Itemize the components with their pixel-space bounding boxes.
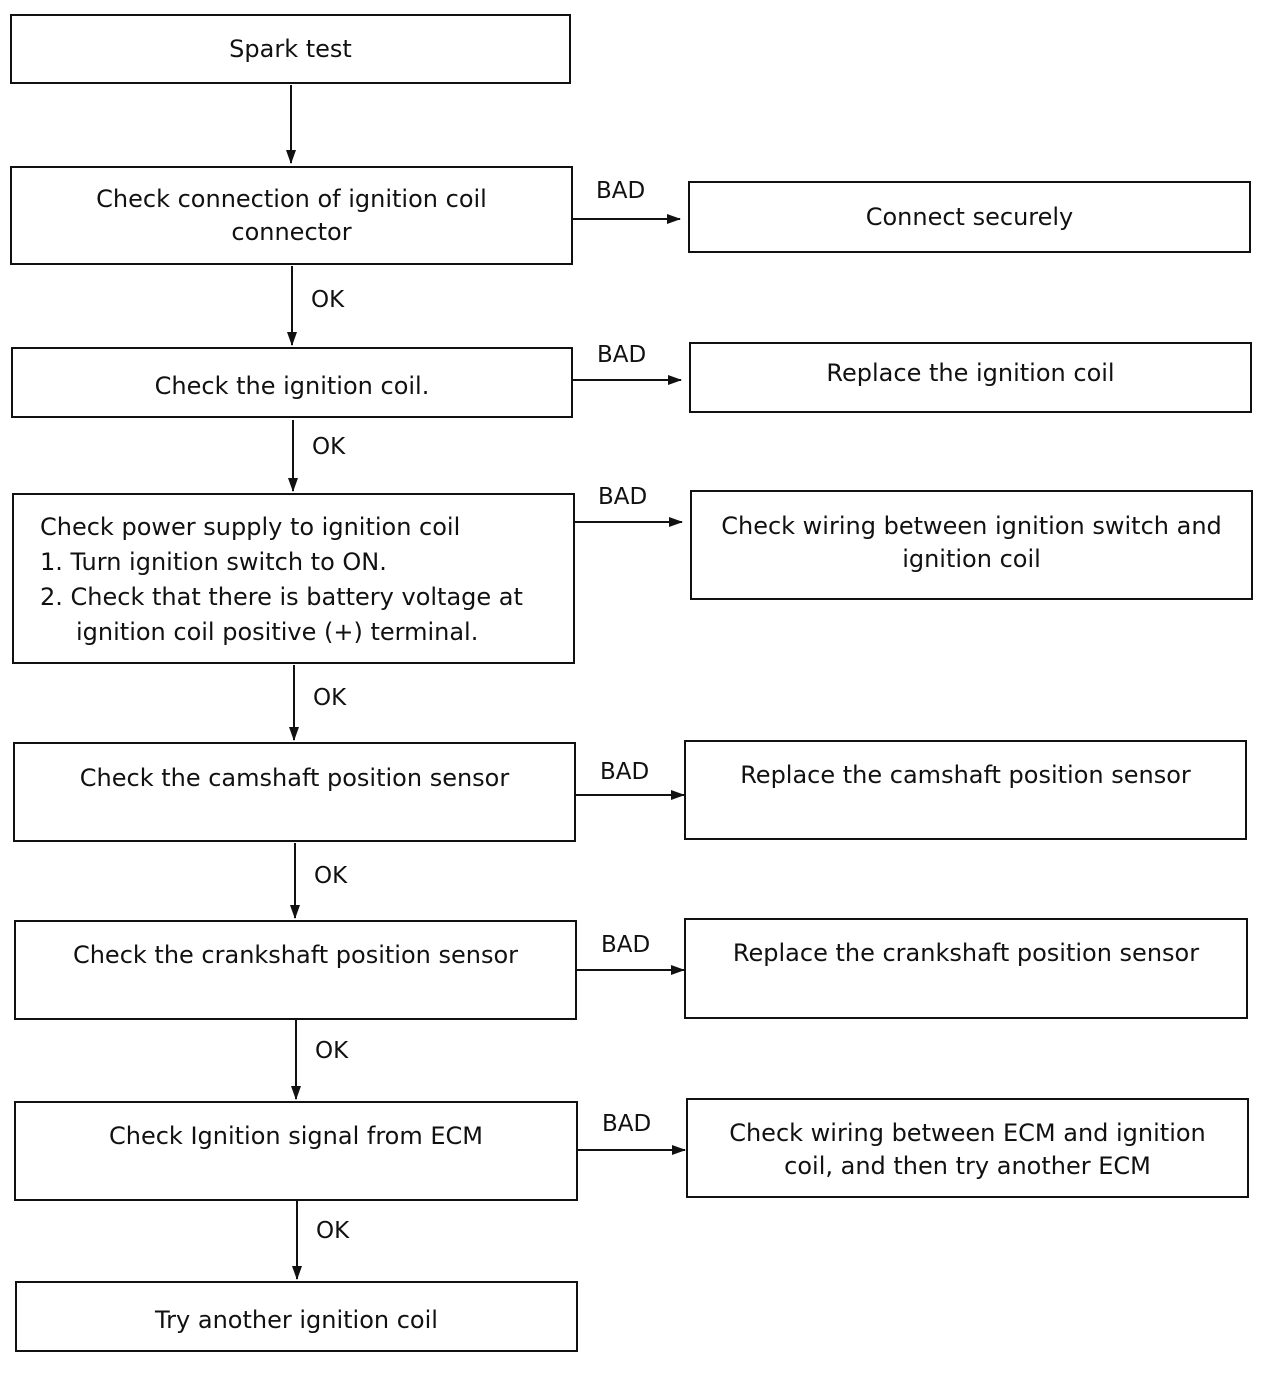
ok-label-2: OK — [312, 434, 346, 460]
remedy-replace-camshaft-sensor-text: Replace the camshaft position sensor — [740, 761, 1191, 789]
bad-label-6: BAD — [602, 1111, 652, 1137]
bad-label-1: BAD — [596, 178, 646, 204]
remedy-replace-crankshaft-sensor: Replace the crankshaft position sensor — [684, 918, 1248, 1019]
ok-label-3: OK — [313, 685, 347, 711]
remedy-check-ecm-wiring: Check wiring between ECM and ignition co… — [686, 1098, 1249, 1198]
remedy-replace-crankshaft-sensor-text: Replace the crankshaft position sensor — [732, 939, 1200, 967]
bad-label-3: BAD — [598, 484, 648, 510]
step-check-crankshaft-sensor-text: Check the crankshaft position sensor — [72, 941, 519, 969]
remedy-check-switch-wiring: Check wiring between ignition switch and… — [690, 490, 1253, 600]
remedy-replace-camshaft-sensor: Replace the camshaft position sensor — [684, 740, 1247, 840]
step-try-another-coil-text: Try another ignition coil — [155, 1306, 438, 1334]
step-power-line-4: ignition coil positive (+) terminal. — [76, 618, 479, 646]
step-power-line-2: 1. Turn ignition switch to ON. — [40, 548, 387, 576]
remedy-check-ecm-wiring-text: Check wiring between ECM and ignition co… — [729, 1119, 1206, 1180]
step-check-camshaft-sensor: Check the camshaft position sensor — [13, 742, 576, 842]
remedy-replace-ignition-coil: Replace the ignition coil — [689, 342, 1252, 413]
ok-label-6: OK — [316, 1218, 350, 1244]
ok-label-1: OK — [311, 287, 345, 313]
ok-label-4: OK — [314, 863, 348, 889]
bad-label-4: BAD — [600, 759, 650, 785]
bad-label-5: BAD — [601, 932, 651, 958]
step-check-ignition-coil-text: Check the ignition coil. — [154, 372, 430, 400]
step-check-ecm-signal-text: Check Ignition signal from ECM — [109, 1122, 483, 1150]
step-check-ignition-coil: Check the ignition coil. — [11, 347, 573, 418]
remedy-connect-securely: Connect securely — [688, 181, 1251, 253]
remedy-connect-securely-text: Connect securely — [865, 202, 1074, 231]
bad-label-2: BAD — [597, 342, 647, 368]
step-check-power-supply: Check power supply to ignition coil 1. T… — [12, 493, 575, 664]
ok-label-5: OK — [315, 1038, 349, 1064]
step-check-crankshaft-sensor: Check the crankshaft position sensor — [14, 920, 577, 1020]
step-check-ecm-signal: Check Ignition signal from ECM — [14, 1101, 578, 1201]
step-check-camshaft-sensor-text: Check the camshaft position sensor — [79, 764, 510, 792]
step-try-another-coil: Try another ignition coil — [15, 1281, 578, 1352]
step-check-coil-connector: Check connection of ignition coil connec… — [10, 166, 573, 265]
step-check-coil-connector-text: Check connection of ignition coil connec… — [96, 184, 487, 246]
step-spark-test-text: Spark test — [229, 34, 352, 63]
step-spark-test: Spark test — [10, 14, 571, 84]
step-power-line-1: Check power supply to ignition coil — [40, 513, 461, 541]
step-power-line-3: 2. Check that there is battery voltage a… — [40, 583, 523, 611]
remedy-check-switch-wiring-text: Check wiring between ignition switch and… — [721, 512, 1222, 573]
remedy-replace-ignition-coil-text: Replace the ignition coil — [826, 359, 1115, 387]
